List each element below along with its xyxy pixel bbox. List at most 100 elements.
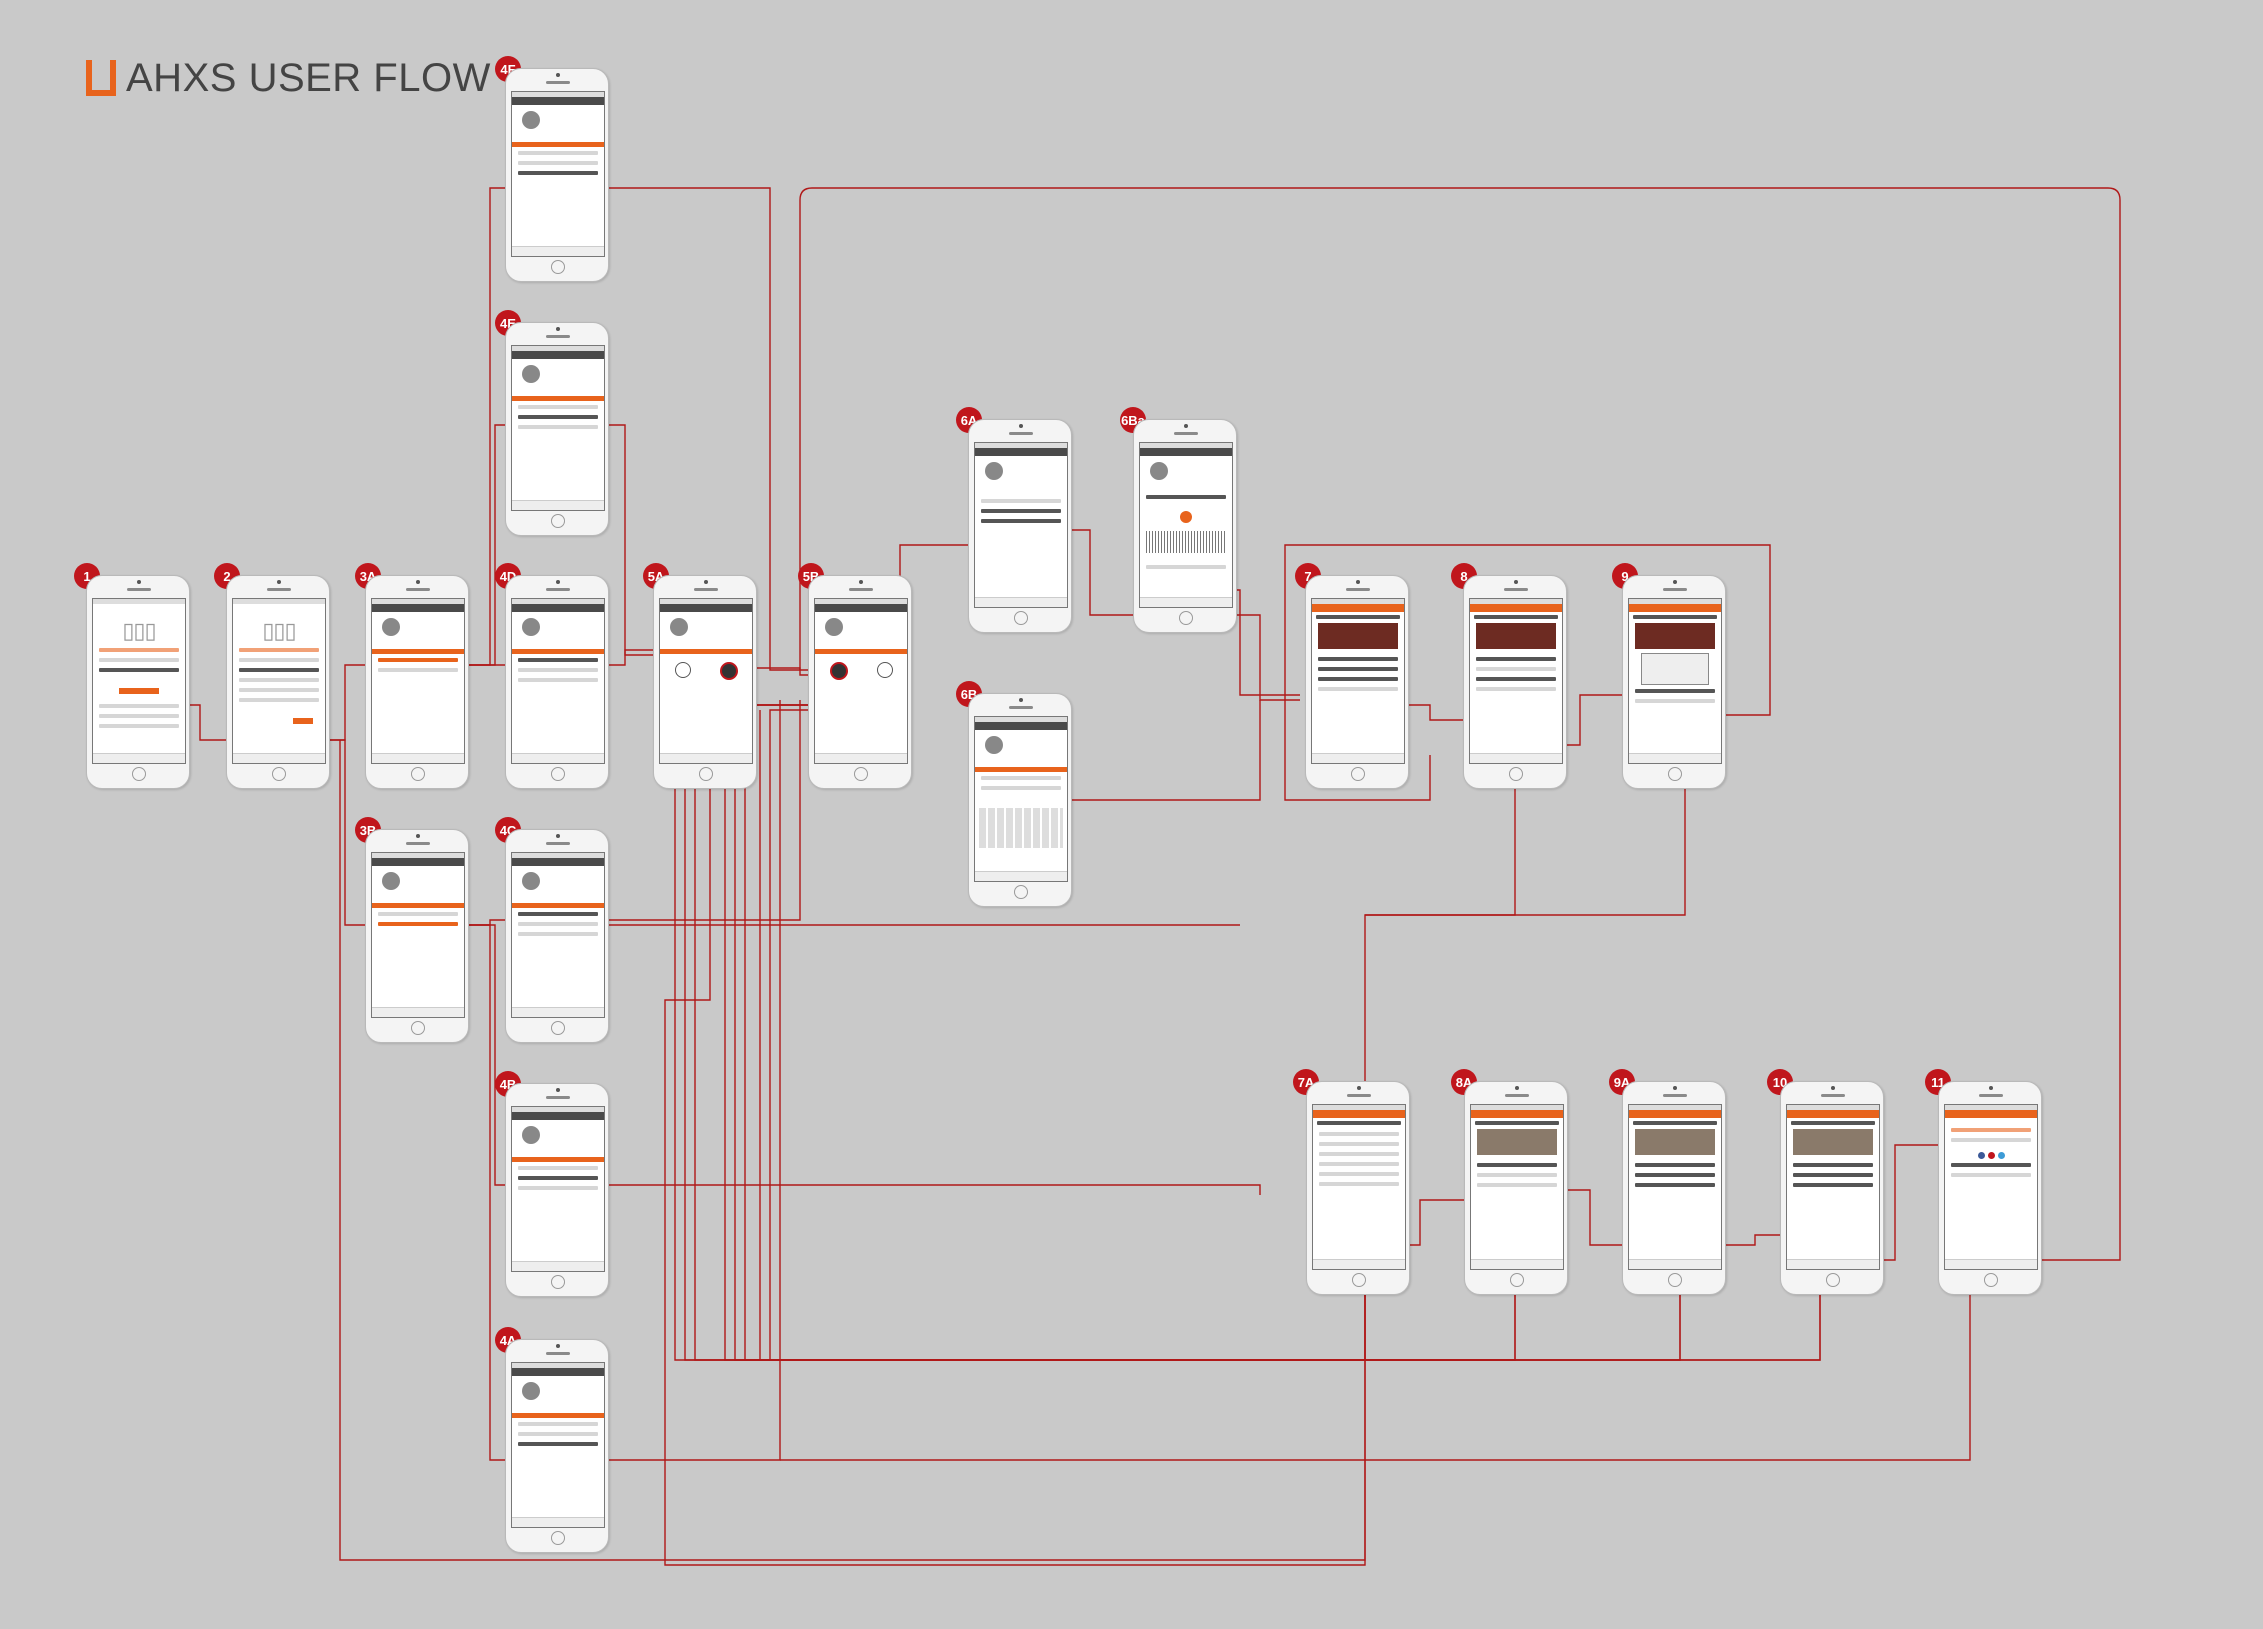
tab-bar[interactable] <box>975 871 1067 881</box>
facebook-icon[interactable] <box>1977 1152 1985 1159</box>
tab-bar[interactable] <box>512 246 604 256</box>
rating-row[interactable] <box>1793 1173 1873 1177</box>
home-button[interactable] <box>854 767 868 781</box>
home-button[interactable] <box>1984 1273 1998 1287</box>
menu-option[interactable] <box>378 912 458 916</box>
list-item[interactable] <box>518 415 598 419</box>
tab-bar[interactable] <box>1629 1259 1721 1269</box>
menu-option[interactable] <box>378 658 458 662</box>
rating-row[interactable] <box>1477 1163 1557 1167</box>
home-button[interactable] <box>1826 1273 1840 1287</box>
list-item[interactable] <box>1318 657 1398 661</box>
phone-screen-2[interactable]: ▯▯▯ <box>226 575 330 789</box>
rating-row[interactable] <box>1793 1163 1873 1167</box>
phone-screen-3a[interactable] <box>365 575 469 789</box>
list-item[interactable] <box>981 519 1061 523</box>
tab-bar[interactable] <box>512 1007 604 1017</box>
home-button[interactable] <box>1014 611 1028 625</box>
rating-row[interactable] <box>1477 1183 1557 1187</box>
tab-bar[interactable] <box>1471 1259 1563 1269</box>
phone-screen-10[interactable] <box>1780 1081 1884 1295</box>
tab-bar[interactable] <box>512 1261 604 1271</box>
list-item[interactable] <box>518 1166 598 1170</box>
phone-screen-8[interactable] <box>1463 575 1567 789</box>
home-button[interactable] <box>699 767 713 781</box>
phone-screen-5a[interactable] <box>653 575 757 789</box>
location-input[interactable] <box>981 786 1061 790</box>
menu-option[interactable] <box>378 668 458 672</box>
home-button[interactable] <box>551 514 565 528</box>
phone-screen-3b[interactable] <box>365 829 469 1043</box>
phone-screen-7[interactable] <box>1305 575 1409 789</box>
phone-screen-4f[interactable] <box>505 68 609 282</box>
list-item[interactable] <box>1476 677 1556 681</box>
phone-screen-9a[interactable] <box>1622 1081 1726 1295</box>
microphone-icon[interactable] <box>719 662 738 680</box>
list-item[interactable] <box>981 509 1061 513</box>
list-item[interactable] <box>1319 1172 1399 1176</box>
twitter-icon[interactable] <box>1997 1152 2005 1159</box>
action-button[interactable] <box>1146 565 1226 569</box>
list-item[interactable] <box>1318 677 1398 681</box>
home-button[interactable] <box>551 1021 565 1035</box>
list-item[interactable] <box>1635 689 1715 693</box>
tab-bar[interactable] <box>815 753 907 763</box>
search-icon[interactable] <box>829 662 848 680</box>
menu-option[interactable] <box>378 922 458 926</box>
list-item[interactable] <box>518 1432 598 1436</box>
list-item[interactable] <box>518 922 598 926</box>
phone-screen-6a[interactable] <box>968 419 1072 633</box>
list-item[interactable] <box>518 1186 598 1190</box>
list-item[interactable] <box>1319 1142 1399 1146</box>
microphone-icon[interactable] <box>876 662 893 678</box>
list-item[interactable] <box>1476 657 1556 661</box>
home-button[interactable] <box>1352 1273 1366 1287</box>
tab-bar[interactable] <box>1312 753 1404 763</box>
tab-bar[interactable] <box>512 753 604 763</box>
list-item[interactable] <box>518 932 598 936</box>
phone-screen-5b[interactable] <box>808 575 912 789</box>
phone-screen-8a[interactable] <box>1464 1081 1568 1295</box>
tab-bar[interactable] <box>233 753 325 763</box>
list-item[interactable] <box>518 912 598 916</box>
call-dialog[interactable] <box>1641 653 1709 685</box>
rating-row[interactable] <box>1477 1173 1557 1177</box>
phone-screen-7a[interactable] <box>1306 1081 1410 1295</box>
tab-bar[interactable] <box>512 500 604 510</box>
list-item[interactable] <box>518 171 598 175</box>
list-item[interactable] <box>1476 687 1556 691</box>
home-button[interactable] <box>1668 1273 1682 1287</box>
list-item[interactable] <box>518 405 598 409</box>
phone-screen-4c[interactable] <box>505 829 609 1043</box>
list-item[interactable] <box>1319 1182 1399 1186</box>
tab-bar[interactable] <box>660 753 752 763</box>
tab-bar[interactable] <box>1470 753 1562 763</box>
list-item[interactable] <box>518 161 598 165</box>
tab-bar[interactable] <box>1787 1259 1879 1269</box>
list-item[interactable] <box>1635 699 1715 703</box>
phone-screen-4b[interactable] <box>505 1083 609 1297</box>
home-button[interactable] <box>272 767 286 781</box>
keyboard[interactable] <box>979 808 1063 848</box>
submit-button[interactable] <box>293 718 313 724</box>
tab-bar[interactable] <box>93 753 185 763</box>
search-icon[interactable] <box>674 662 691 678</box>
home-button[interactable] <box>132 767 146 781</box>
home-button[interactable] <box>551 260 565 274</box>
list-item[interactable] <box>1318 687 1398 691</box>
rating-row[interactable] <box>1635 1163 1715 1167</box>
home-button[interactable] <box>551 1275 565 1289</box>
phone-screen-6b[interactable] <box>968 693 1072 907</box>
home-button[interactable] <box>1668 767 1682 781</box>
tab-bar[interactable] <box>1140 597 1232 607</box>
list-item[interactable] <box>518 1442 598 1446</box>
list-item[interactable] <box>518 1176 598 1180</box>
phone-screen-6ba[interactable] <box>1133 419 1237 633</box>
home-button[interactable] <box>551 767 565 781</box>
phone-screen-9[interactable] <box>1622 575 1726 789</box>
tab-bar[interactable] <box>372 1007 464 1017</box>
search-input[interactable] <box>981 776 1061 780</box>
rating-row[interactable] <box>1635 1183 1715 1187</box>
home-button[interactable] <box>551 1531 565 1545</box>
phone-screen-4d[interactable] <box>505 575 609 789</box>
